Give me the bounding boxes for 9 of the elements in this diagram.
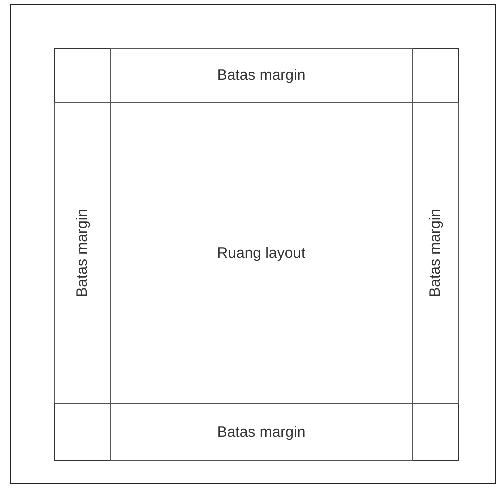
margin-area	[110, 48, 413, 103]
layout-label: Ruang layout	[217, 244, 306, 262]
margin-label: Batas margin	[427, 208, 444, 298]
margin-label: Batas margin	[74, 208, 91, 298]
margin-label: Batas margin	[217, 67, 306, 84]
margin-area	[110, 403, 413, 461]
margin-area	[412, 102, 459, 404]
margin-label: Batas margin	[217, 424, 306, 440]
margin-area	[54, 102, 111, 404]
